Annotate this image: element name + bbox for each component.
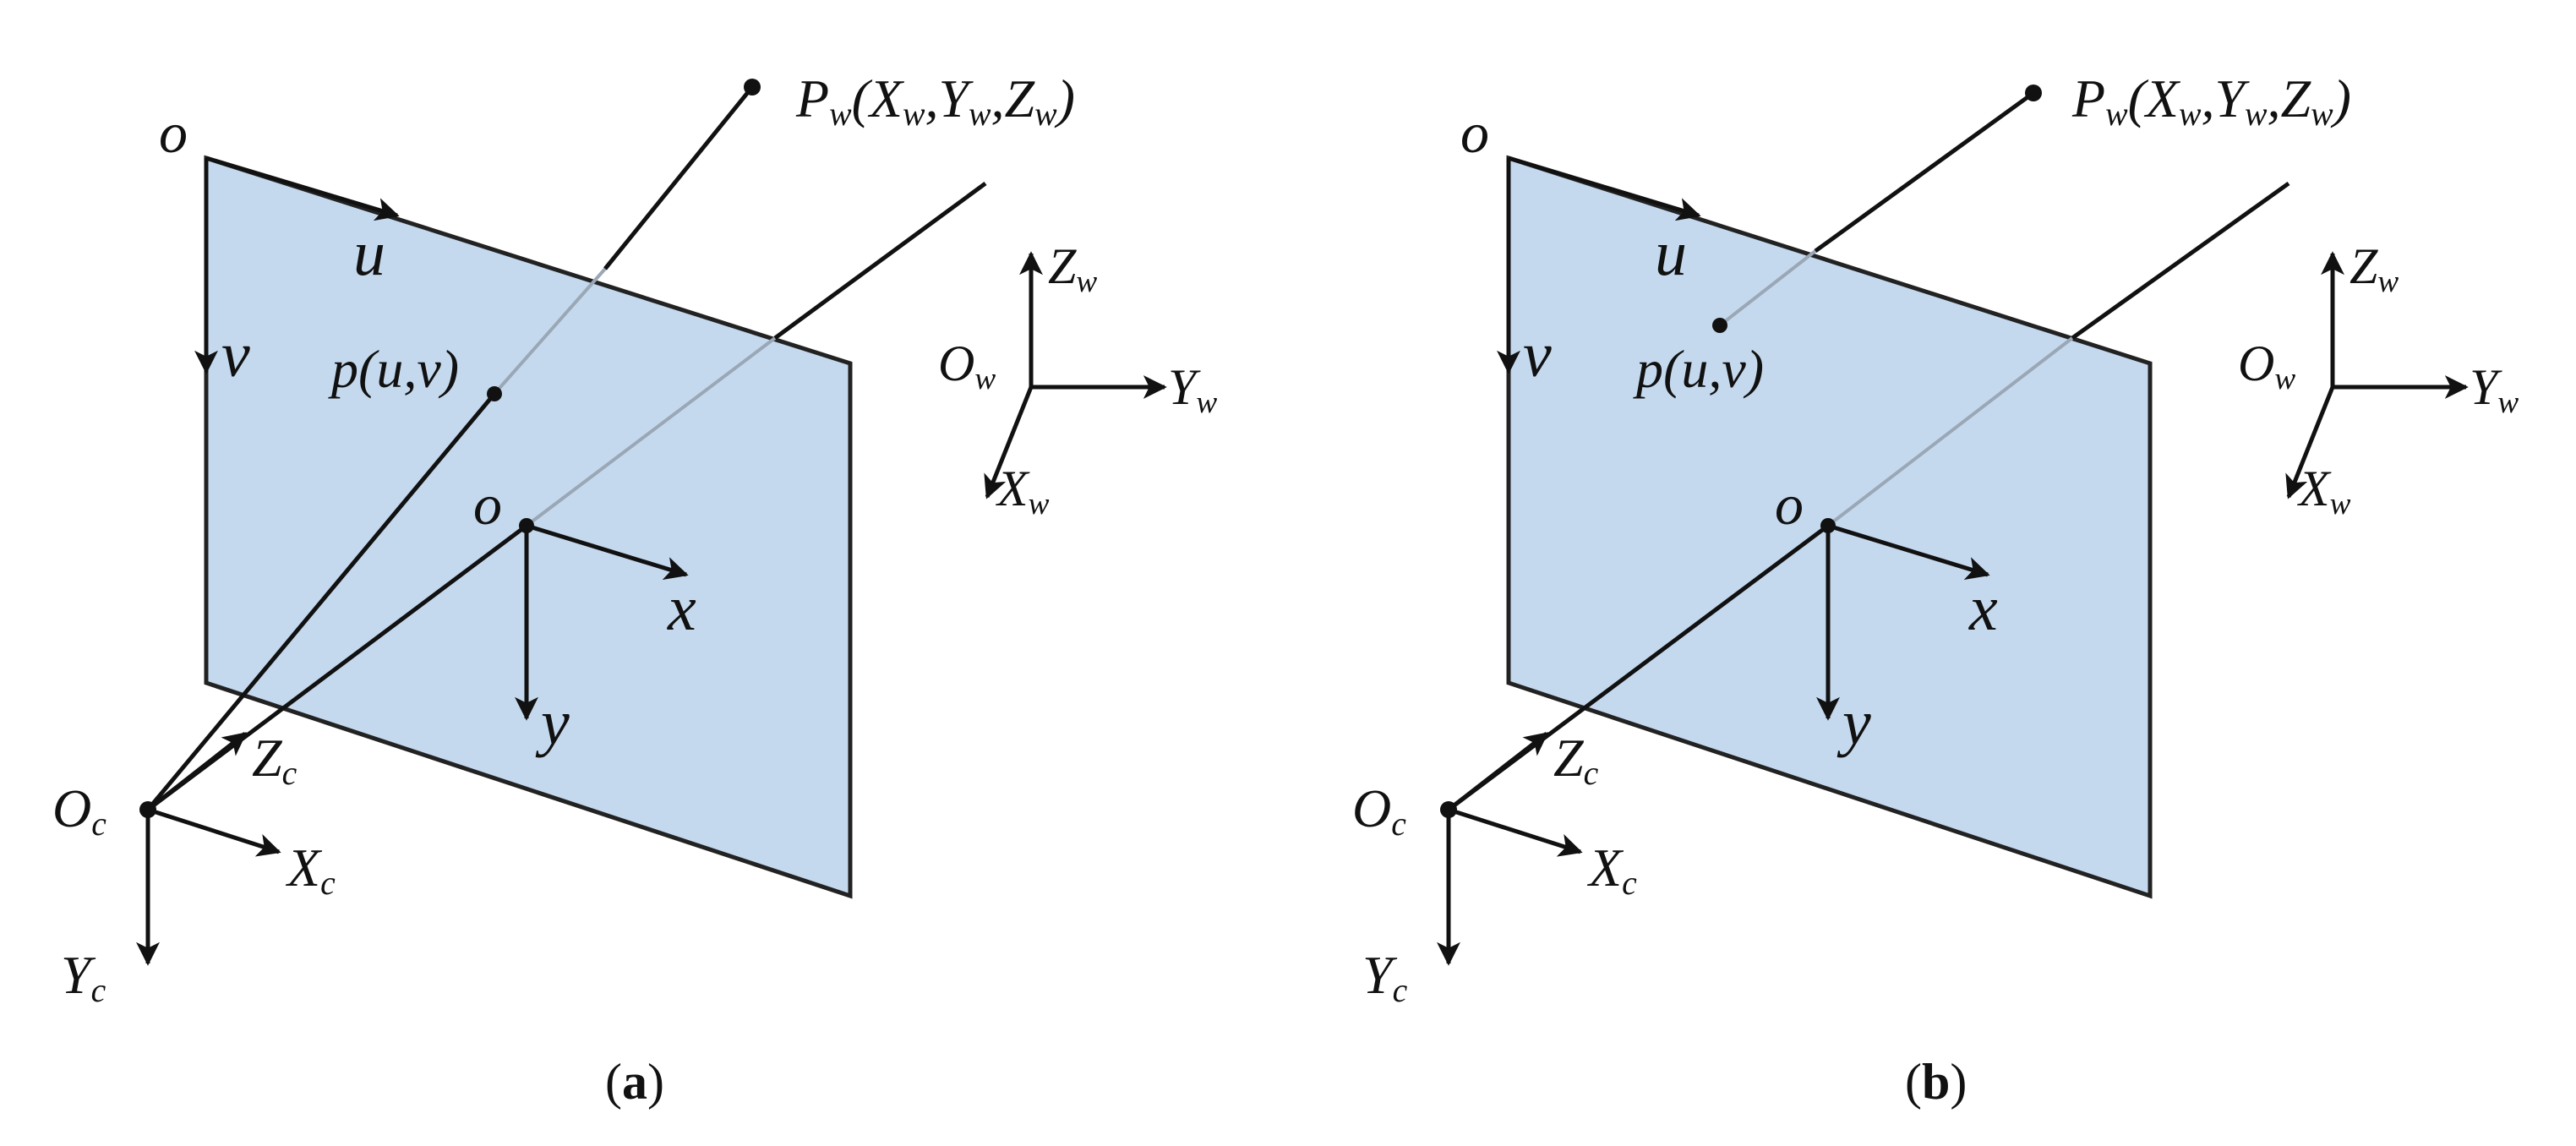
image-point-label: p(u,v) xyxy=(328,339,459,399)
camera-x-arrow xyxy=(147,807,281,857)
world-origin-label: Ow xyxy=(2238,336,2295,396)
world-y-label: Yw xyxy=(1168,359,1217,420)
pixel-origin-label: o xyxy=(1460,101,1489,165)
image-point-label: p(u,v) xyxy=(1633,339,1764,399)
principal-point-label: o xyxy=(1775,472,1804,537)
camera-z-label: Zc xyxy=(252,728,297,792)
principal-point-label: o xyxy=(473,472,502,537)
principal-point-dot xyxy=(519,518,534,533)
panel-b-caption: (b) xyxy=(1905,1054,1967,1110)
world-x-label: Xw xyxy=(996,461,1050,521)
camera-x-arrow xyxy=(1448,807,1583,857)
world-origin-label: Ow xyxy=(938,336,996,396)
x-axis-label: x xyxy=(1968,573,1998,644)
ray-pc-outside xyxy=(146,392,496,811)
world-x-arrow xyxy=(984,386,1034,499)
camera-z-label: Zc xyxy=(1553,728,1599,792)
world-point-dot xyxy=(744,79,761,96)
panel-a: o u v p(u,v) o x y Pw(Xw,Yw,Zw) Zw Ow Yw… xyxy=(52,68,1217,1110)
optical-axis-beyond xyxy=(2071,181,2290,341)
panel-a-caption: (a) xyxy=(605,1054,664,1110)
camera-x-label: Xc xyxy=(285,838,336,902)
world-z-label: Zw xyxy=(1048,238,1097,299)
x-axis-label: x xyxy=(667,573,696,644)
u-axis-label: u xyxy=(1655,218,1687,289)
v-axis-label: v xyxy=(221,319,250,390)
ray-world-point xyxy=(1814,90,2035,254)
camera-z-arrow xyxy=(1447,732,1549,811)
camera-origin-dot xyxy=(1440,801,1457,818)
optical-axis-beyond xyxy=(773,181,987,341)
world-x-label: Xw xyxy=(2297,461,2351,521)
image-point-dot xyxy=(1712,318,1727,333)
camera-origin-label: Oc xyxy=(52,778,106,843)
panel-b: o u v p(u,v) o x y Pw(Xw,Yw,Zw) Zw Ow Yw… xyxy=(1352,68,2519,1110)
camera-x-label: Xc xyxy=(1586,838,1637,902)
world-point-label: Pw(Xw,Yw,Zw) xyxy=(2071,68,2351,133)
world-x-arrow xyxy=(2285,386,2335,499)
x-axis-arrow xyxy=(1827,523,1990,580)
camera-y-label: Yc xyxy=(1362,945,1408,1009)
world-point-dot xyxy=(2025,85,2042,101)
camera-y-label: Yc xyxy=(61,945,106,1009)
x-axis-arrow xyxy=(526,523,689,580)
pixel-origin-label: o xyxy=(159,101,188,165)
camera-origin-label: Oc xyxy=(1352,778,1406,843)
world-point-label: Pw(Xw,Yw,Zw) xyxy=(795,68,1075,133)
world-z-label: Zw xyxy=(2350,238,2399,299)
optical-axis-behind xyxy=(525,336,777,527)
u-axis-arrow xyxy=(1508,156,1701,221)
world-y-label: Yw xyxy=(2470,359,2519,420)
u-axis-arrow xyxy=(205,156,400,221)
camera-origin-dot xyxy=(139,801,156,818)
ray-world-point-behind xyxy=(1718,249,1817,327)
optical-axis-behind xyxy=(1826,336,2074,527)
v-axis-label: v xyxy=(1523,319,1552,390)
ray-world-point xyxy=(603,85,754,270)
u-axis-label: u xyxy=(353,218,385,289)
camera-z-arrow xyxy=(146,732,248,811)
principal-point-dot xyxy=(1820,518,1836,533)
y-axis-label: y xyxy=(1836,687,1871,758)
y-axis-label: y xyxy=(535,687,570,758)
ray-pc-behind xyxy=(493,267,607,396)
image-point-dot xyxy=(487,386,502,401)
